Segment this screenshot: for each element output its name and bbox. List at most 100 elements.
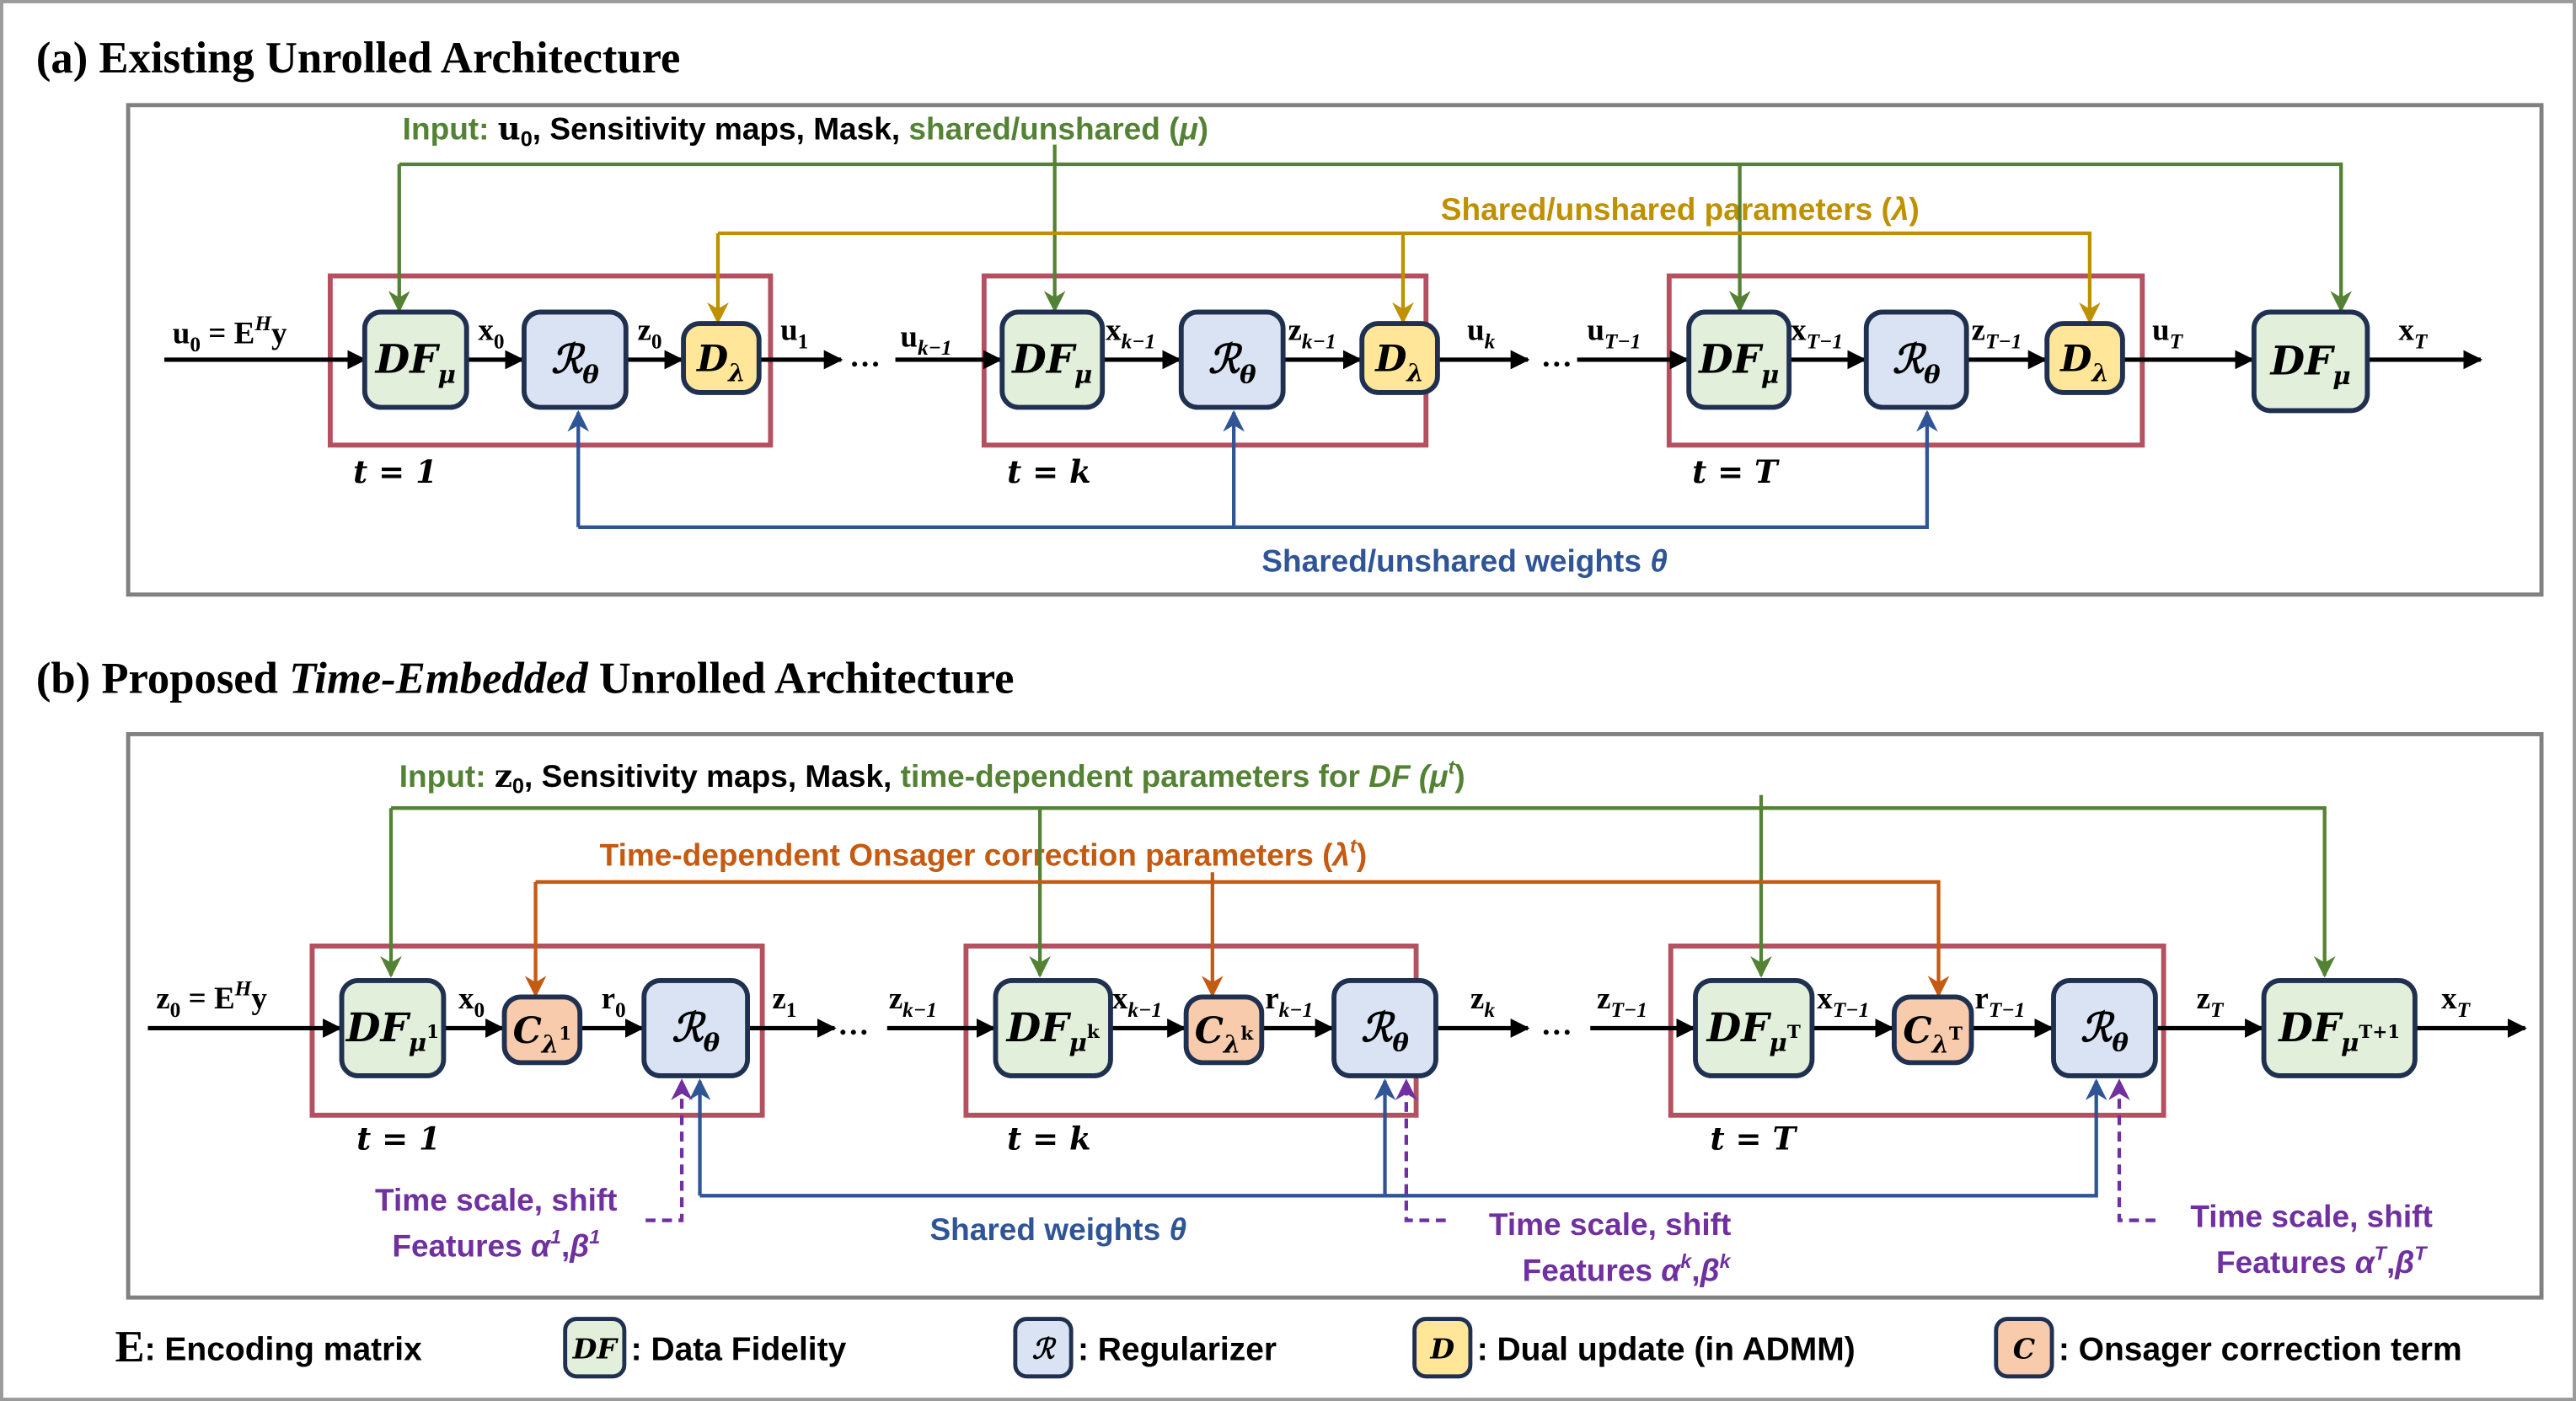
legend-label: : Onsager correction term: [2059, 1331, 2462, 1367]
comma: ,: [1691, 1253, 1700, 1288]
signal-part: u: [780, 313, 798, 348]
stage-box: [1668, 944, 2166, 1118]
signal-part: u: [1467, 313, 1485, 348]
signal-part: T: [2457, 998, 2472, 1022]
signal-label: …: [1541, 1008, 1572, 1042]
block-d: Dλ: [2044, 321, 2125, 395]
panel-a-parameter-label: Shared/unshared parameters (λ): [1441, 191, 1920, 227]
block-superscript: 1: [559, 1024, 571, 1045]
block-df-symbol: DFμ: [374, 337, 456, 389]
signal-label: z0: [637, 313, 661, 354]
signal-part: 0: [615, 998, 626, 1022]
block-d: Dλ: [1359, 321, 1440, 395]
block-main: ℛ: [2081, 1005, 2115, 1051]
signal-label: u1: [780, 313, 808, 354]
signal-part: z: [889, 981, 902, 1016]
block-subscript: θ: [704, 1029, 720, 1057]
alpha-index: 1: [550, 1226, 561, 1248]
block-d-symbol: Dλ: [696, 339, 746, 388]
weights-text: Shared weights: [929, 1211, 1169, 1247]
signal-part: x: [1791, 313, 1807, 348]
time-scale-shift-text: Time scale, shift: [2190, 1198, 2432, 1233]
signal-part: z: [1470, 981, 1484, 1016]
legend-label: : Data Fidelity: [631, 1331, 847, 1367]
title-emphasis: Time-Embedded: [289, 655, 588, 703]
signal-part: x: [1106, 313, 1122, 348]
features-text: Features αT,βT: [2216, 1242, 2428, 1280]
signal-part: x: [1817, 981, 1833, 1016]
weights-line: [578, 409, 1938, 529]
block-r-box: [522, 309, 629, 410]
block-r: ℛθ: [641, 977, 751, 1078]
block-df-symbol: DFμ: [1010, 337, 1092, 389]
signal-part: …: [1541, 340, 1572, 374]
legend-item-r: ℛ: Regularizer: [1013, 1317, 1277, 1379]
block-r-symbol: ℛθ: [551, 337, 599, 389]
block-r-box: [1178, 309, 1286, 410]
block-main: DF: [2269, 339, 2336, 385]
legend-swatch: [563, 1317, 627, 1379]
input-suffix: shared/unshared (: [908, 111, 1180, 147]
legend-symbol: C: [2013, 1332, 2036, 1365]
beta: β: [1700, 1253, 1720, 1288]
block-df-symbol: DFμk: [1005, 1005, 1101, 1057]
onsager-sup: t: [1350, 835, 1358, 857]
signal-label: xT: [2398, 313, 2429, 354]
alpha-index: T: [2375, 1242, 2388, 1264]
block-subscript: μ: [2341, 1029, 2359, 1057]
signal-part: y: [251, 981, 267, 1016]
signal-part: u: [900, 319, 918, 354]
block-c: Cλ1: [501, 994, 583, 1066]
signal-part: = E: [180, 981, 234, 1016]
block-subscript: μ: [1761, 360, 1779, 388]
block-r-symbol: ℛθ: [672, 1005, 720, 1057]
weights-text: Shared/unshared weights: [1261, 543, 1650, 578]
signal-part: …: [849, 340, 881, 374]
signal-part: T−1: [1610, 998, 1647, 1022]
legend-label: : Dual update (in ADMM): [1477, 1331, 1856, 1367]
block-df-symbol: DFμ: [2269, 339, 2351, 391]
weights-theta: θ: [1650, 543, 1668, 578]
block-main: ℛ: [1208, 337, 1243, 383]
block-r: ℛθ: [1331, 977, 1438, 1078]
block-df-box: [1686, 309, 1792, 410]
signal-part: T−1: [1989, 998, 2025, 1022]
panel-b-proposed-architecture: (b) Proposed Time-Embedded Unrolled Arch…: [36, 655, 2544, 1300]
signal-part: 0: [170, 998, 181, 1022]
beta: β: [569, 1227, 589, 1263]
block-df: DFμ: [1686, 309, 1792, 410]
block-main: D: [1374, 339, 1406, 381]
alpha: α: [1661, 1253, 1682, 1288]
panel-b-weights-label: Shared weights θ: [929, 1211, 1186, 1247]
block-d-box: [2044, 321, 2125, 395]
block-superscript: 1: [426, 1022, 439, 1043]
signal-part: x: [1112, 981, 1128, 1016]
signal-part: z: [637, 313, 651, 348]
alpha-index: k: [1680, 1250, 1692, 1272]
beta-index: k: [1720, 1250, 1732, 1272]
block-subscript: θ: [1924, 360, 1941, 388]
block-main: ℛ: [1361, 1005, 1395, 1051]
block-superscript: k: [1087, 1022, 1101, 1043]
features-text: Features αk,βk: [1523, 1250, 1732, 1288]
signal-part: r: [602, 981, 615, 1016]
signal-part: z: [1972, 313, 1985, 348]
block-superscript: k: [1240, 1024, 1254, 1045]
legend-label: : Encoding matrix: [145, 1331, 423, 1367]
block-df-symbol: DFμT: [1706, 1005, 1801, 1057]
block-df-box: [339, 977, 447, 1078]
signal-part: u: [1587, 313, 1604, 348]
block-d-box: [1359, 321, 1440, 395]
onsager-line: [535, 880, 1950, 998]
block-main: DF: [1697, 337, 1764, 383]
input-symbol-sub: 0: [512, 775, 524, 799]
signal-part: …: [838, 1008, 869, 1042]
block-r-symbol: ℛθ: [1893, 337, 1941, 389]
signal-part: 1: [786, 998, 797, 1022]
input-mu-sup: t: [1449, 756, 1456, 778]
input-symbol-sub: 0: [521, 128, 533, 152]
block-c-symbol: Cλ1: [513, 1010, 572, 1059]
signal-label: zk−1: [1288, 313, 1336, 354]
block-df-box: [2261, 977, 2418, 1078]
